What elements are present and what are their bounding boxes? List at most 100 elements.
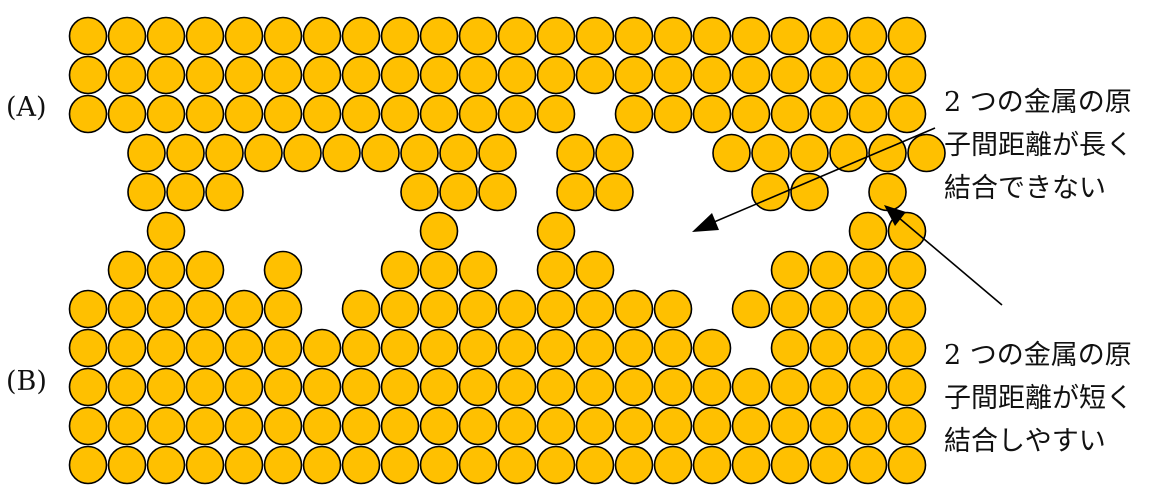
atom [460,57,497,94]
atom [382,291,419,328]
atom [226,330,263,367]
atom [479,135,516,172]
atom [655,408,692,445]
atom [187,291,224,328]
atom [187,18,224,55]
atom [616,447,653,484]
atom [187,408,224,445]
atom [577,447,614,484]
atom [538,369,575,406]
atom [577,330,614,367]
atom [811,252,848,289]
atom [850,408,887,445]
atom [694,330,731,367]
atom [343,57,380,94]
atom [460,447,497,484]
atom [304,96,341,133]
atom [499,330,536,367]
annotation-long-line-3: 結合できない [944,167,1133,210]
atom [616,330,653,367]
atom [694,18,731,55]
atom [616,369,653,406]
atom [343,96,380,133]
atom [382,57,419,94]
annotation-short-line-2: 子間距離が短く [944,377,1133,420]
atom [655,291,692,328]
atom [889,252,926,289]
atom [421,447,458,484]
atom [421,330,458,367]
atom [460,291,497,328]
atom [577,291,614,328]
atom [850,57,887,94]
atom [577,408,614,445]
atom [538,96,575,133]
atom [811,96,848,133]
atom [538,57,575,94]
atom [70,330,107,367]
atom [616,18,653,55]
atom [187,57,224,94]
atom [70,408,107,445]
atom [811,408,848,445]
atom [479,174,516,211]
annotation-short-line-1: 2 つの金属の原 [944,334,1133,377]
atom [323,135,360,172]
atom [265,57,302,94]
atom [557,174,594,211]
atom [772,330,809,367]
atom [265,369,302,406]
atom [304,447,341,484]
atom [109,252,146,289]
atom [343,330,380,367]
atom [616,96,653,133]
atom [538,291,575,328]
label-b: (B) [6,366,47,397]
atom [187,96,224,133]
atom [752,135,789,172]
atom [830,135,867,172]
atom [70,18,107,55]
atom [713,135,750,172]
atom [538,18,575,55]
atom [148,330,185,367]
atom [382,447,419,484]
atom [499,447,536,484]
atom [382,252,419,289]
atom [421,291,458,328]
atom [265,18,302,55]
atom [811,18,848,55]
atom [382,330,419,367]
atom [304,330,341,367]
atom [460,18,497,55]
atom [557,135,594,172]
atom [343,369,380,406]
atom [460,330,497,367]
atom [421,96,458,133]
atom [148,252,185,289]
atom [206,135,243,172]
atom [889,408,926,445]
atom [577,252,614,289]
atom [616,408,653,445]
atom [850,330,887,367]
atom [148,96,185,133]
atom [811,57,848,94]
atom [772,447,809,484]
atom [70,291,107,328]
atom [440,174,477,211]
atom [187,369,224,406]
atom [304,408,341,445]
atom [401,174,438,211]
atom [187,252,224,289]
atom [655,96,692,133]
atom [343,447,380,484]
atom [499,57,536,94]
atom [772,96,809,133]
atom [148,447,185,484]
atom [694,57,731,94]
atom [265,408,302,445]
atom [148,18,185,55]
atom [733,57,770,94]
atom [265,252,302,289]
